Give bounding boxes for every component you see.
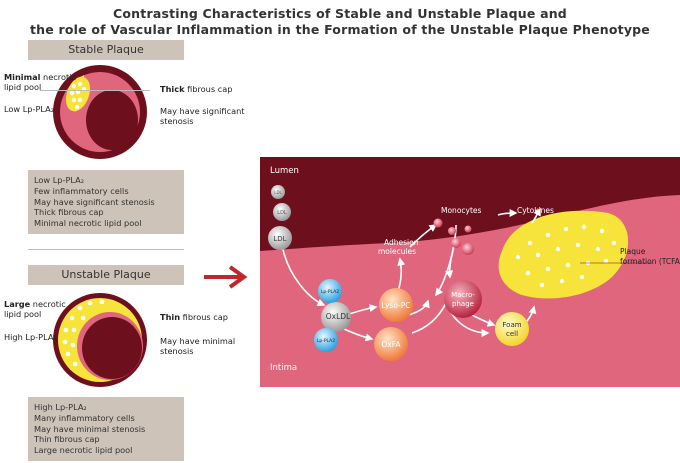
section-divider bbox=[28, 249, 184, 250]
unstable-plaque-cross-section bbox=[53, 293, 147, 387]
lppla2-enzyme-bottom bbox=[314, 328, 338, 352]
stable-stenosis-label: May have significant bbox=[160, 106, 245, 116]
stable-plaque-header: Stable Plaque bbox=[28, 40, 184, 60]
svg-text:Lyso-PC: Lyso-PC bbox=[381, 301, 410, 310]
stable-box-item: May have significant stenosis bbox=[34, 196, 155, 207]
ldl-particle-medium bbox=[273, 203, 291, 221]
ldl-particle-small bbox=[271, 185, 285, 199]
unstable-box-item: Thin fibrous cap bbox=[34, 434, 100, 445]
stable-stenosis-label-line2: stenosis bbox=[160, 116, 194, 126]
stable-box-item: Thick fibrous cap bbox=[34, 207, 104, 218]
transition-arrow-icon bbox=[204, 265, 248, 289]
svg-text:phage: phage bbox=[452, 300, 474, 308]
stable-box-item: Minimal necrotic lipid pool bbox=[34, 218, 142, 229]
svg-text:OxFA: OxFA bbox=[381, 340, 401, 349]
svg-text:LDL: LDL bbox=[277, 210, 287, 216]
lumen-label: Lumen bbox=[270, 166, 299, 176]
lyso-pc-node bbox=[379, 288, 413, 322]
svg-text:Foam: Foam bbox=[502, 321, 521, 329]
monocytes-label: Monocytes bbox=[441, 206, 482, 215]
stable-characteristics-box: Low Lp-PLA₂ Few inflammatory cells May h… bbox=[28, 170, 184, 234]
lppla2-enzyme-top bbox=[318, 279, 342, 303]
macrophage-node bbox=[444, 280, 482, 318]
unstable-box-item: Many inflammatory cells bbox=[34, 412, 135, 423]
unstable-characteristics-box: High Lp-PLA₂ Many inflammatory cells May… bbox=[28, 397, 184, 461]
svg-text:LDL: LDL bbox=[273, 235, 286, 243]
svg-text:Macro-: Macro- bbox=[451, 291, 475, 299]
stable-plaque-cross-section bbox=[53, 65, 147, 159]
unstable-stenosis-label-line2: stenosis bbox=[160, 346, 194, 356]
unstable-stenosis-label: May have minimal bbox=[160, 336, 236, 346]
monocyte-cell bbox=[464, 225, 472, 233]
unstable-pool-label-line2: lipid pool bbox=[4, 309, 42, 319]
stable-box-item: Few inflammatory cells bbox=[34, 185, 129, 196]
stable-box-item: Low Lp-PLA₂ bbox=[34, 175, 85, 185]
oxfa-node bbox=[374, 327, 408, 361]
monocyte-cell bbox=[451, 238, 461, 248]
adhesion-label: Adhesion bbox=[384, 238, 419, 247]
svg-text:Lp-PLA2: Lp-PLA2 bbox=[321, 289, 339, 295]
unstable-cap-label: Thin fibrous cap bbox=[160, 312, 228, 322]
stable-cap-label: Thick fibrous cap bbox=[160, 84, 233, 94]
stable-lppla-label: Low Lp-PLA₂ bbox=[4, 104, 55, 114]
svg-text:LDL: LDL bbox=[274, 190, 282, 195]
ldl-particle-large bbox=[268, 226, 292, 250]
stable-pool-label-line2: lipid pool bbox=[4, 82, 42, 92]
adhesion-label-line2: molecules bbox=[378, 247, 416, 256]
inflammation-diagram: LDL LDL LDL Lp-PLA2 Lp-PLA2 OxLDL Lyso-P… bbox=[260, 157, 680, 387]
monocyte-cell bbox=[462, 243, 474, 255]
unstable-box-item: May have minimal stenosis bbox=[34, 423, 146, 434]
monocyte-cell bbox=[448, 227, 456, 235]
unstable-box-item: High Lp-PLA₂ bbox=[34, 402, 87, 412]
plaque-formation-label: Plaque bbox=[620, 247, 646, 256]
unstable-pool-label: Large necrotic bbox=[4, 299, 66, 309]
cytokines-label: Cytokines bbox=[517, 206, 554, 215]
plaque-formation-label-line2: formation (TCFA) bbox=[620, 257, 680, 266]
svg-text:Lp-PLA2: Lp-PLA2 bbox=[317, 338, 335, 344]
svg-text:OxLDL: OxLDL bbox=[326, 312, 351, 321]
page-title-line-1: Contrasting Characteristics of Stable an… bbox=[113, 6, 567, 21]
stable-pool-label: Minimal necrotic bbox=[4, 72, 76, 82]
page-title-line-2: the role of Vascular Inflammation in the… bbox=[29, 22, 650, 37]
unstable-lppla-label: High Lp-PLA₂ bbox=[4, 332, 57, 342]
intima-label: Intima bbox=[270, 363, 297, 373]
svg-text:cell: cell bbox=[506, 330, 518, 338]
unstable-box-item: Large necrotic lipid pool bbox=[34, 445, 133, 456]
foam-cell-node bbox=[495, 312, 529, 346]
monocyte-cell bbox=[433, 218, 443, 228]
oxldl-particle bbox=[321, 302, 351, 332]
unstable-plaque-header: Unstable Plaque bbox=[28, 265, 184, 285]
